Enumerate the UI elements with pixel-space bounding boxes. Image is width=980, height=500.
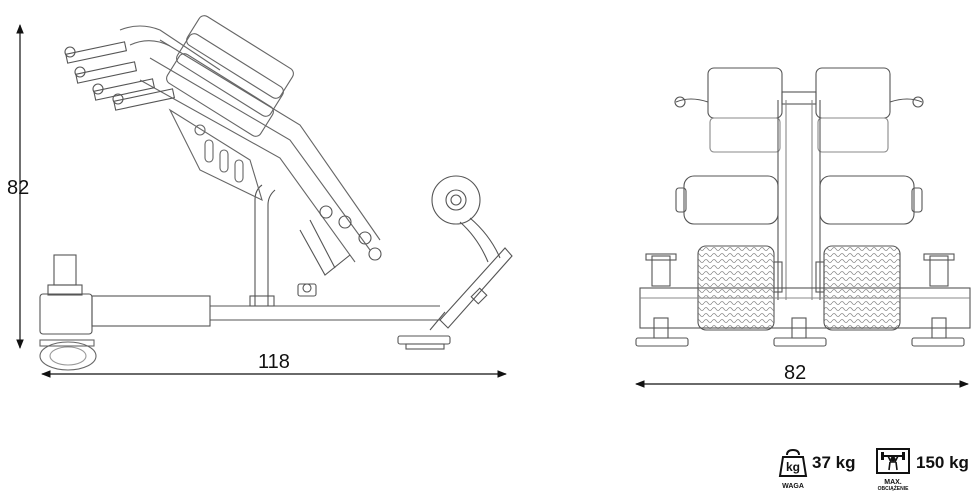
- weight-value: 37 kg: [812, 453, 856, 472]
- max-load-value: 150 kg: [916, 453, 969, 472]
- side-arm-rollers: [299, 205, 382, 276]
- kettlebell-icon: kg: [778, 448, 808, 477]
- weight-icon-text: kg: [786, 460, 800, 474]
- side-front-plate: [429, 247, 513, 331]
- side-rear-hub: [39, 293, 93, 335]
- front-width-label: 82: [784, 362, 806, 384]
- front-view: [635, 67, 971, 347]
- side-handle-pegs: [64, 41, 176, 111]
- side-vertical-support: [249, 184, 276, 307]
- weight-spec: kg WAGA 37 kg: [777, 448, 855, 490]
- side-base-pin: [297, 283, 317, 297]
- side-length-label: 118: [258, 351, 290, 373]
- side-base-tube: [91, 295, 440, 327]
- side-front-foot: [397, 335, 451, 350]
- barbell-lifter-icon: [876, 448, 910, 474]
- max-load-caption-2: OBCIĄŻENIE: [877, 486, 909, 492]
- side-seat-positions: [119, 15, 381, 263]
- side-height-dimension: 82: [7, 24, 29, 349]
- side-rear-wheel: [39, 339, 97, 371]
- max-load-spec: MAX. OBCIĄŻENIE 150 kg: [874, 448, 969, 492]
- front-center-column: [777, 100, 821, 300]
- weight-icon: kg WAGA: [777, 448, 809, 490]
- side-height-label: 82: [7, 177, 29, 199]
- side-view: [39, 15, 513, 371]
- side-length-dimension: 118: [41, 351, 507, 378]
- front-feet: [635, 337, 965, 347]
- front-base-bar: [639, 287, 971, 329]
- front-posts: [645, 253, 955, 339]
- side-adjust-plate: [168, 108, 263, 202]
- max-load-caption-1: MAX.: [884, 479, 902, 486]
- front-roller-pads: [675, 175, 923, 225]
- side-footrest-column: [431, 175, 501, 263]
- side-rear-post: [53, 254, 77, 286]
- front-width-dimension: 82: [635, 362, 969, 388]
- weight-caption: WAGA: [782, 483, 804, 490]
- front-top-pads: [674, 67, 924, 153]
- max-load-icon-wrap: MAX. OBCIĄŻENIE: [874, 448, 912, 492]
